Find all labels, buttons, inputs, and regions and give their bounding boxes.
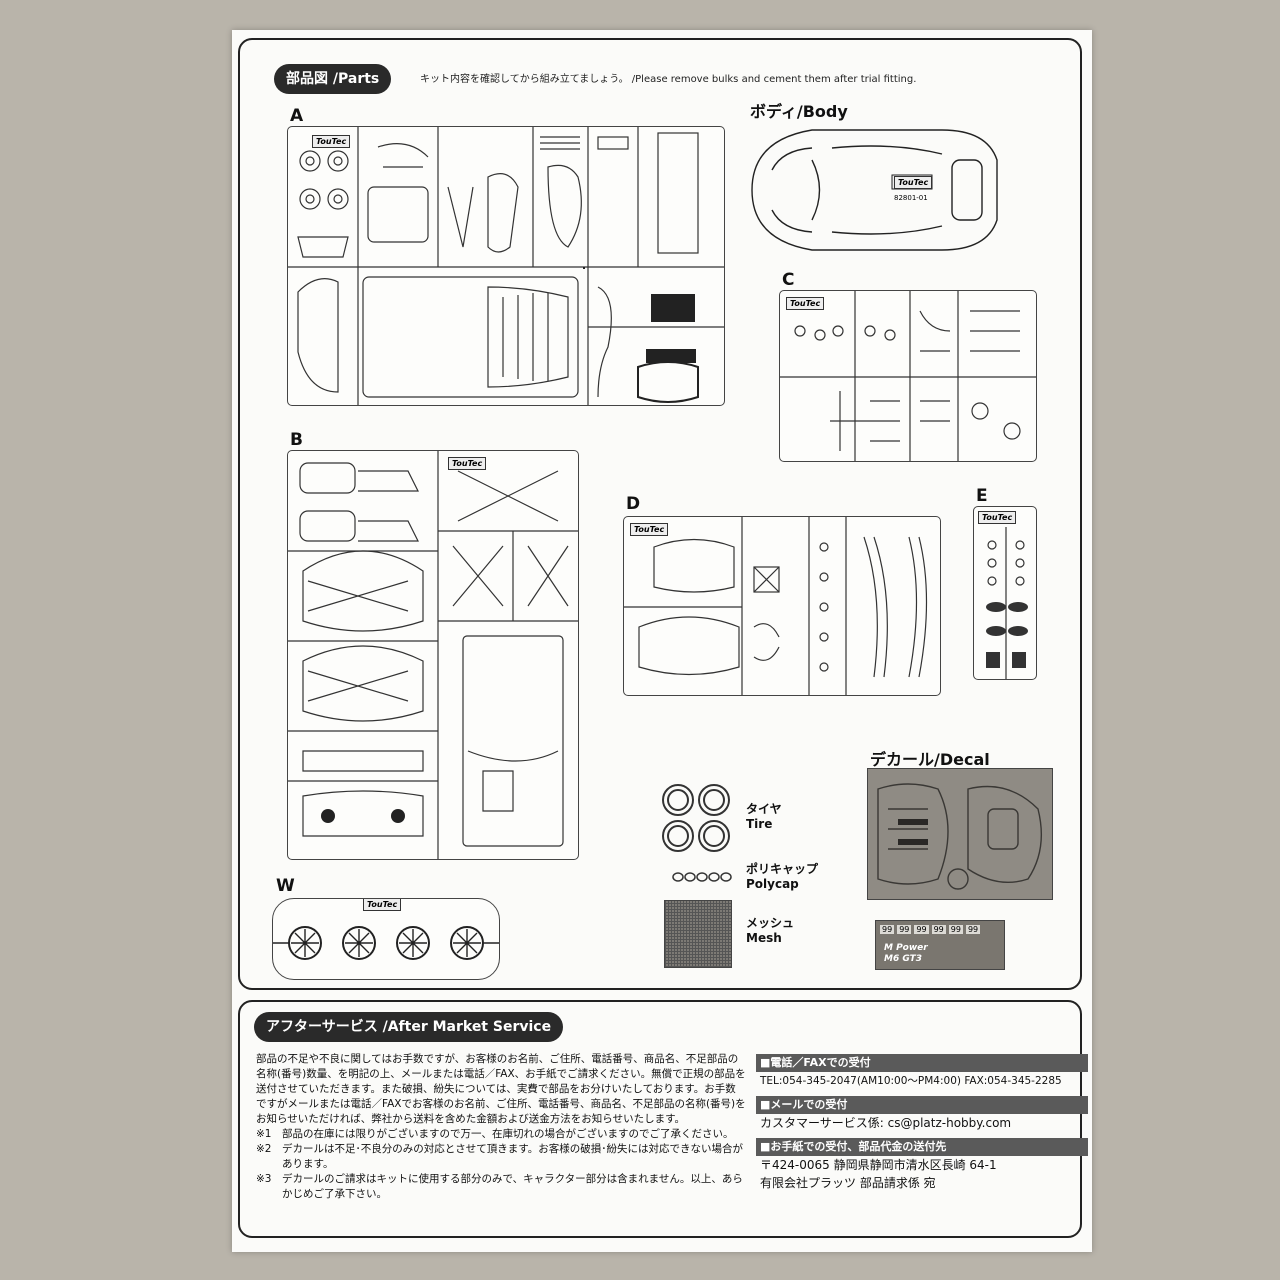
brand-tag-w: TouTec [363,899,402,911]
parts-frame: 部品図 /Parts キット内容を確認してから組み立てましょう。 /Please… [238,38,1082,990]
note-text: デカールは不足･不良分のみの対応とさせて頂きます。お客様の破損･紛失には対応でき… [282,1143,743,1170]
decal-number: 99 [931,925,946,934]
decal-number: 99 [897,925,912,934]
runner-w: TouTec [272,898,500,980]
instruction-sheet: 部品図 /Parts キット内容を確認してから組み立てましょう。 /Please… [232,30,1092,1252]
note-text: 部品の在庫には限りがございますので万一、在庫切れの場合がございますのでご了承くだ… [282,1128,734,1140]
contact-info: ■電話／FAXでの受付 TEL:054-345-2047(AM10:00〜PM4… [756,1048,1088,1192]
polycap-label: ポリキャップ Polycap [746,862,818,892]
decal-number: 99 [948,925,963,934]
mail-line[interactable]: カスタマーサービス係: cs@platz-hobby.com [760,1116,1012,1130]
service-note-1: ※1 部品の在庫には限りがございますので万一、在庫切れの場合がございますのでご了承… [256,1127,746,1142]
mesh-swatch [664,900,732,968]
polycap-label-jp: ポリキャップ [746,862,819,876]
service-note-3: ※3 デカールのご請求はキットに使用する部分のみで、キャラクター部分は含まれません… [256,1172,746,1202]
decal-number: 99 [880,925,895,934]
decal-number: 99 [965,925,981,934]
parts-note: キット内容を確認してから組み立てましょう。 /Please remove bul… [420,74,917,85]
brand-tag-b: TouTec [448,457,487,470]
runner-d-letter: D [626,494,641,514]
note-mark: ※2 [256,1143,272,1155]
runner-b-drawing [288,451,578,859]
phone-line: TEL:054-345-2047(AM10:00〜PM4:00) FAX:054… [760,1075,1062,1087]
decal-logo: M Power [884,943,928,953]
mail-header: ■メールでの受付 [756,1096,1088,1114]
runner-e-drawing [986,527,1028,679]
runner-w-letter: W [276,876,295,896]
phone-header: ■電話／FAXでの受付 [756,1054,1088,1072]
runner-d: TouTec [623,516,941,696]
recipient-line: 有限会社プラッツ 部品請求係 宛 [760,1176,936,1190]
runner-w-drawing [273,926,499,960]
mesh-label: メッシュ Mesh [746,916,794,946]
decal-number: 99 [914,925,929,934]
body-drawing: TouTec 82801-01 [742,120,1002,260]
runner-b-letter: B [290,430,303,450]
runner-c-drawing [780,291,1036,461]
polycap-label-en: Polycap [746,877,799,891]
mesh-label-en: Mesh [746,931,782,945]
service-description: 部品の不足や不良に関してはお手数ですが、お客様のお名前、ご住所、電話番号、商品名… [256,1052,746,1202]
tire-label-en: Tire [746,817,773,831]
address-line: 〒424-0065 静岡県静岡市清水区長崎 64-1 [760,1158,997,1172]
runner-d-drawing [624,517,928,695]
service-note-2: ※2 デカールは不足･不良分のみの対応とさせて頂きます。お客様の破損･紛失には対応… [256,1142,746,1172]
runner-c-letter: C [782,270,795,290]
runner-e: TouTec [973,506,1037,680]
letter-header: ■お手紙での受付、部品代金の送付先 [756,1138,1088,1156]
brand-tag-a: TouTec [312,135,351,148]
decal-sheet-small: 99 99 99 99 99 99 M Power M6 GT3 [875,920,1005,970]
note-mark: ※1 [256,1128,272,1140]
runner-b: TouTec [287,450,579,860]
note-mark: ※3 [256,1173,272,1185]
runner-a-drawing [288,127,724,405]
decal-sheet-main [867,768,1053,900]
decal-title: デカール/Decal [870,750,990,769]
body-brand-tag: TouTec [894,176,933,189]
runner-e-letter: E [976,486,988,506]
note-text: デカールのご請求はキットに使用する部分のみで、キャラクター部分は含まれません。以… [282,1173,743,1200]
after-service-heading: アフターサービス /After Market Service [254,1012,564,1042]
decal-model: M6 GT3 [884,954,922,964]
brand-tag-c: TouTec [786,297,825,310]
brand-tag-d: TouTec [630,523,669,536]
tire-label-jp: タイヤ [746,802,782,816]
tire-drawing [660,782,732,854]
mesh-label-jp: メッシュ [746,916,795,930]
runner-a-letter: A [290,106,304,126]
body-title: ボディ/Body [750,102,848,121]
tire-label: タイヤ Tire [746,802,782,832]
brand-tag-e: TouTec [978,511,1017,524]
runner-a: TouTec [287,126,725,406]
polycap-drawing [672,868,732,882]
parts-heading: 部品図 /Parts [274,64,392,94]
runner-c: TouTec [779,290,1037,462]
service-body: 部品の不足や不良に関してはお手数ですが、お客様のお名前、ご住所、電話番号、商品名… [256,1053,746,1125]
body-code: 82801-01 [894,194,928,202]
after-service-frame: アフターサービス /After Market Service 部品の不足や不良に… [238,1000,1088,1238]
